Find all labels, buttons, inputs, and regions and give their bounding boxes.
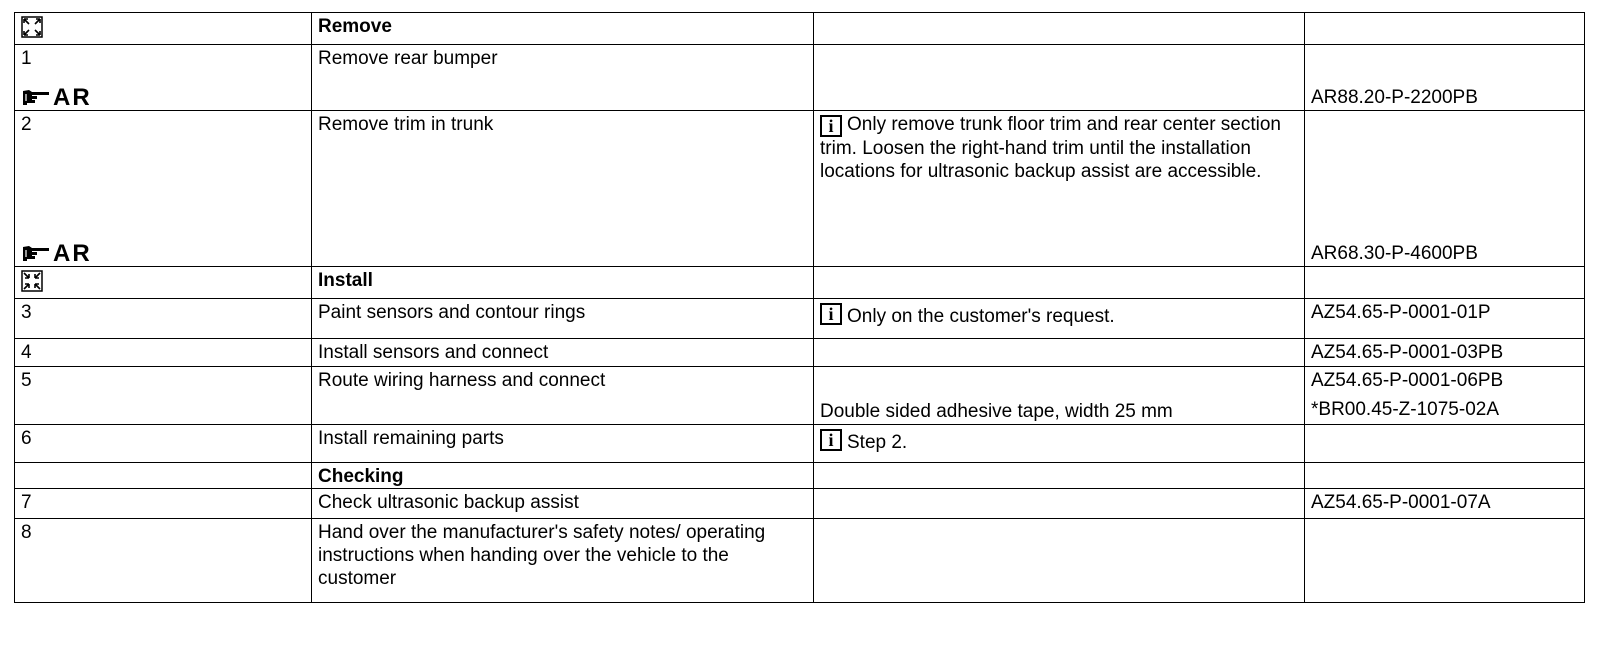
note-cell [813,462,1305,489]
step-number: 8 [14,518,312,603]
reference-cell: AZ54.65-P-0001-06PB *BR00.45-Z-1075-02A [1304,366,1585,425]
document-reference [1304,424,1585,463]
reference-cell: AR68.30-P-4600PB [1304,110,1585,267]
note-text: Only remove trunk floor trim and rear ce… [820,114,1282,182]
ar-reference-marker: AR [21,84,305,111]
table-row: 1 AR Remove rear bumper AR88.20-P-2200PB [14,44,1585,111]
note-cell: Double sided adhesive tape, width 25 mm [813,366,1305,425]
action-cell: Remove trim in trunk [311,110,814,267]
table-row: Checking [14,462,1585,489]
note-cell [813,338,1305,367]
note-text: Double sided adhesive tape, width 25 mm [820,401,1173,422]
action-cell: Install sensors and connect [311,338,814,367]
document-reference: AZ54.65-P-0001-03PB [1304,338,1585,367]
action-cell: Remove rear bumper [311,44,814,111]
section-title: Checking [311,462,814,489]
step-cell [14,266,312,299]
expand-arrows-icon [21,16,43,39]
document-reference: AZ54.65-P-0001-07A [1304,488,1585,519]
step-cell: 2 AR [14,110,312,267]
note-cell [813,488,1305,519]
step-number: 7 [14,488,312,519]
pointing-hand-icon [23,245,49,261]
table-row: 5 Route wiring harness and connect Doubl… [14,366,1585,425]
action-cell: Check ultrasonic backup assist [311,488,814,519]
note-text: Step 2. [847,432,908,453]
step-number [14,462,312,489]
procedure-table: Remove 1 AR Remove rear bumper [14,12,1585,603]
step-cell: 1 AR [14,44,312,111]
step-number: 2 [21,114,32,135]
collapse-arrows-icon [21,270,43,293]
step-number: 5 [14,366,312,425]
reference-cell [1304,266,1585,299]
step-number: 3 [14,298,312,339]
table-row: 7 Check ultrasonic backup assist AZ54.65… [14,488,1585,519]
step-number: 4 [14,338,312,367]
table-row: Remove [14,12,1585,45]
info-icon: i [820,429,842,451]
step-number: 1 [21,48,32,69]
document-reference: AZ54.65-P-0001-06PB [1311,370,1504,391]
document-reference: AR88.20-P-2200PB [1311,87,1478,108]
info-icon: i [820,303,842,325]
ar-reference-marker: AR [21,240,305,267]
ar-label: AR [53,84,92,111]
document-reference: *BR00.45-Z-1075-02A [1311,399,1499,420]
note-cell [813,518,1305,603]
step-number: 6 [14,424,312,463]
section-title: Install [311,266,814,299]
step-cell [14,12,312,45]
document-reference [1304,518,1585,603]
reference-cell [1304,12,1585,45]
table-row: Install [14,266,1585,299]
document-reference [1304,462,1585,489]
pointing-hand-icon [23,89,49,105]
action-cell: Hand over the manufacturer's safety note… [311,518,814,603]
action-cell: Install remaining parts [311,424,814,463]
table-row: 8 Hand over the manufacturer's safety no… [14,518,1585,603]
action-cell: Paint sensors and contour rings [311,298,814,339]
reference-cell: AR88.20-P-2200PB [1304,44,1585,111]
note-cell [813,266,1305,299]
note-cell [813,12,1305,45]
note-cell [813,44,1305,111]
document-reference: AR68.30-P-4600PB [1311,243,1478,264]
action-cell: Route wiring harness and connect [311,366,814,425]
section-title: Remove [311,12,814,45]
ar-label: AR [53,240,92,267]
table-row: 4 Install sensors and connect AZ54.65-P-… [14,338,1585,367]
document-reference: AZ54.65-P-0001-01P [1304,298,1585,339]
info-icon: i [820,115,842,137]
note-text: Only on the customer's request. [847,306,1115,327]
